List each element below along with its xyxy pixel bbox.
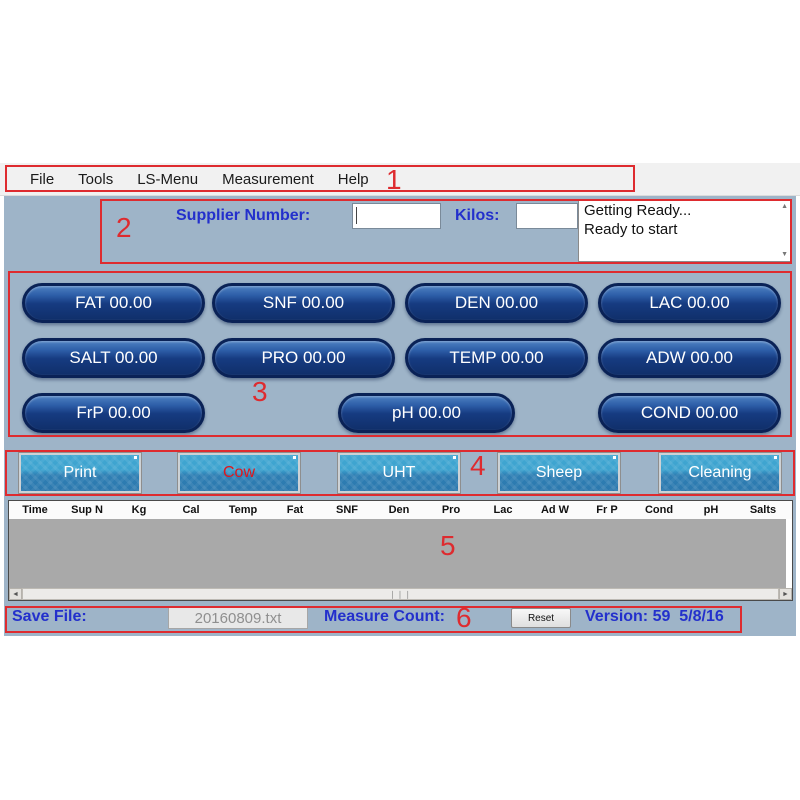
- col-pro: Pro: [441, 504, 461, 516]
- cow-mode-button[interactable]: Cow: [177, 452, 301, 494]
- table-body-empty: [9, 519, 786, 589]
- status-log[interactable]: Getting Ready... Ready to start ▲ ▼: [578, 199, 791, 262]
- measure-frp-button[interactable]: FrP 00.00: [22, 393, 205, 433]
- col-temp: Temp: [228, 504, 258, 516]
- save-file-value[interactable]: 20160809.txt: [168, 607, 308, 629]
- col-fat: Fat: [286, 504, 304, 516]
- status-line: Ready to start: [584, 221, 678, 238]
- scroll-right-icon[interactable]: ►: [779, 588, 792, 600]
- measure-fat-button[interactable]: FAT 00.00: [22, 283, 205, 323]
- kilos-input[interactable]: [516, 203, 578, 229]
- scroll-up-icon[interactable]: ▲: [781, 203, 788, 210]
- col-frp: Fr P: [596, 504, 618, 516]
- menu-bar: File Tools LS-Menu Measurement Help: [0, 163, 800, 196]
- menu-ls-menu[interactable]: LS-Menu: [137, 170, 199, 188]
- scrollbar-grip-icon: ❘❘❘: [388, 590, 413, 599]
- status-line: Getting Ready...: [584, 202, 692, 219]
- print-button[interactable]: Print: [18, 452, 142, 494]
- save-file-label: Save File:: [12, 608, 87, 625]
- menu-help[interactable]: Help: [337, 170, 369, 188]
- table-header-row: Time Sup N Kg Cal Temp Fat SNF Den Pro L…: [9, 501, 792, 519]
- version-label: Version: 59 5/8/16: [585, 608, 724, 625]
- scroll-left-icon[interactable]: ◄: [9, 588, 22, 600]
- col-adw: Ad W: [540, 504, 570, 516]
- measure-lac-button[interactable]: LAC 00.00: [598, 283, 781, 323]
- col-lac: Lac: [493, 504, 513, 516]
- col-cond: Cond: [644, 504, 674, 516]
- col-ph: pH: [703, 504, 719, 516]
- menu-tools[interactable]: Tools: [78, 170, 114, 188]
- scroll-down-icon[interactable]: ▼: [781, 251, 788, 258]
- measure-ph-button[interactable]: pH 00.00: [338, 393, 515, 433]
- measure-temp-button[interactable]: TEMP 00.00: [405, 338, 588, 378]
- col-snf: SNF: [336, 504, 358, 516]
- text-caret: [356, 207, 357, 224]
- cleaning-button[interactable]: Cleaning: [658, 452, 782, 494]
- measure-cond-button[interactable]: COND 00.00: [598, 393, 781, 433]
- col-den: Den: [388, 504, 410, 516]
- measure-count-label: Measure Count:: [324, 608, 445, 625]
- supplier-number-label: Supplier Number:: [176, 207, 311, 224]
- scrollbar-thumb[interactable]: ❘❘❘: [22, 588, 779, 600]
- kilos-label: Kilos:: [455, 207, 500, 224]
- main-panel: Supplier Number: Kilos: Getting Ready...…: [4, 196, 796, 636]
- measure-adw-button[interactable]: ADW 00.00: [598, 338, 781, 378]
- col-supn: Sup N: [71, 504, 103, 516]
- sheep-mode-button[interactable]: Sheep: [497, 452, 621, 494]
- supplier-number-input[interactable]: [352, 203, 441, 229]
- measure-salt-button[interactable]: SALT 00.00: [22, 338, 205, 378]
- col-time: Time: [22, 504, 48, 516]
- col-salts: Salts: [749, 504, 777, 516]
- reset-button[interactable]: Reset: [511, 608, 571, 628]
- uht-mode-button[interactable]: UHT: [337, 452, 461, 494]
- measure-den-button[interactable]: DEN 00.00: [405, 283, 588, 323]
- col-kg: Kg: [131, 504, 147, 516]
- col-cal: Cal: [182, 504, 200, 516]
- measure-pro-button[interactable]: PRO 00.00: [212, 338, 395, 378]
- measure-snf-button[interactable]: SNF 00.00: [212, 283, 395, 323]
- menu-file[interactable]: File: [30, 170, 55, 188]
- menu-measurement[interactable]: Measurement: [222, 170, 314, 188]
- horizontal-scrollbar[interactable]: ◄ ❘❘❘ ►: [9, 588, 792, 600]
- results-table: Time Sup N Kg Cal Temp Fat SNF Den Pro L…: [8, 500, 793, 601]
